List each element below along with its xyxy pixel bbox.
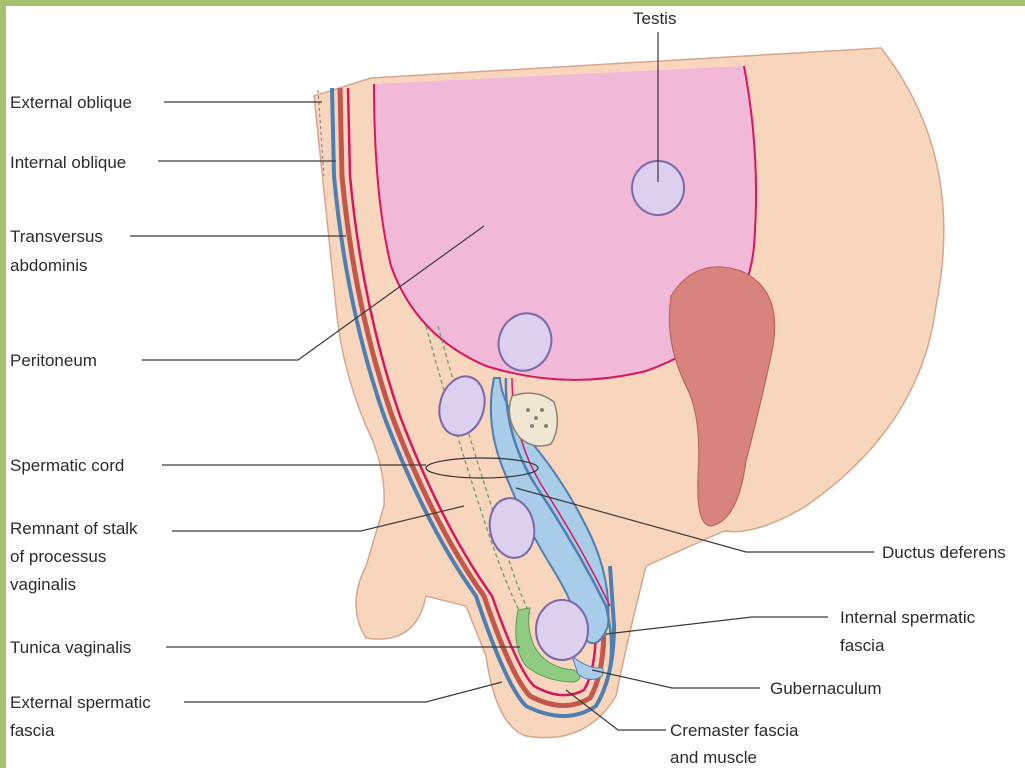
label-tunica-vaginalis: Tunica vaginalis bbox=[10, 638, 131, 657]
bone-dot bbox=[540, 408, 544, 412]
label-transversus-line1: Transversus bbox=[10, 227, 103, 246]
bone-dot bbox=[530, 424, 534, 428]
label-ductus-deferens: Ductus deferens bbox=[882, 543, 1006, 562]
label-peritoneum: Peritoneum bbox=[10, 351, 97, 370]
leader-external-spermatic bbox=[184, 682, 502, 702]
label-external-oblique: External oblique bbox=[10, 93, 132, 112]
testis-descent-diagram: Testis External oblique Internal oblique… bbox=[6, 6, 1025, 768]
label-internal-spermatic-line2: fascia bbox=[840, 636, 885, 655]
label-remnant-line1: Remnant of stalk bbox=[10, 519, 138, 538]
label-cremaster-line1: Cremaster fascia bbox=[670, 721, 799, 740]
label-internal-spermatic-line1: Internal spermatic bbox=[840, 608, 976, 627]
label-testis: Testis bbox=[633, 9, 676, 28]
testis-stage-5 bbox=[536, 600, 588, 660]
bone-dot bbox=[526, 408, 530, 412]
label-internal-oblique: Internal oblique bbox=[10, 153, 126, 172]
label-spermatic-cord: Spermatic cord bbox=[10, 456, 124, 475]
leader-internal-spermatic bbox=[606, 617, 828, 634]
bone-dot bbox=[534, 416, 538, 420]
bone-dot bbox=[544, 424, 548, 428]
label-cremaster-line2: and muscle bbox=[670, 748, 757, 767]
label-remnant-line3: vaginalis bbox=[10, 575, 76, 594]
diagram-frame: Testis External oblique Internal oblique… bbox=[6, 6, 1025, 768]
label-remnant-line2: of processus bbox=[10, 547, 106, 566]
label-transversus-line2: abdominis bbox=[10, 256, 88, 275]
label-gubernaculum: Gubernaculum bbox=[770, 679, 882, 698]
label-external-spermatic-line1: External spermatic bbox=[10, 693, 151, 712]
label-external-spermatic-line2: fascia bbox=[10, 721, 55, 740]
